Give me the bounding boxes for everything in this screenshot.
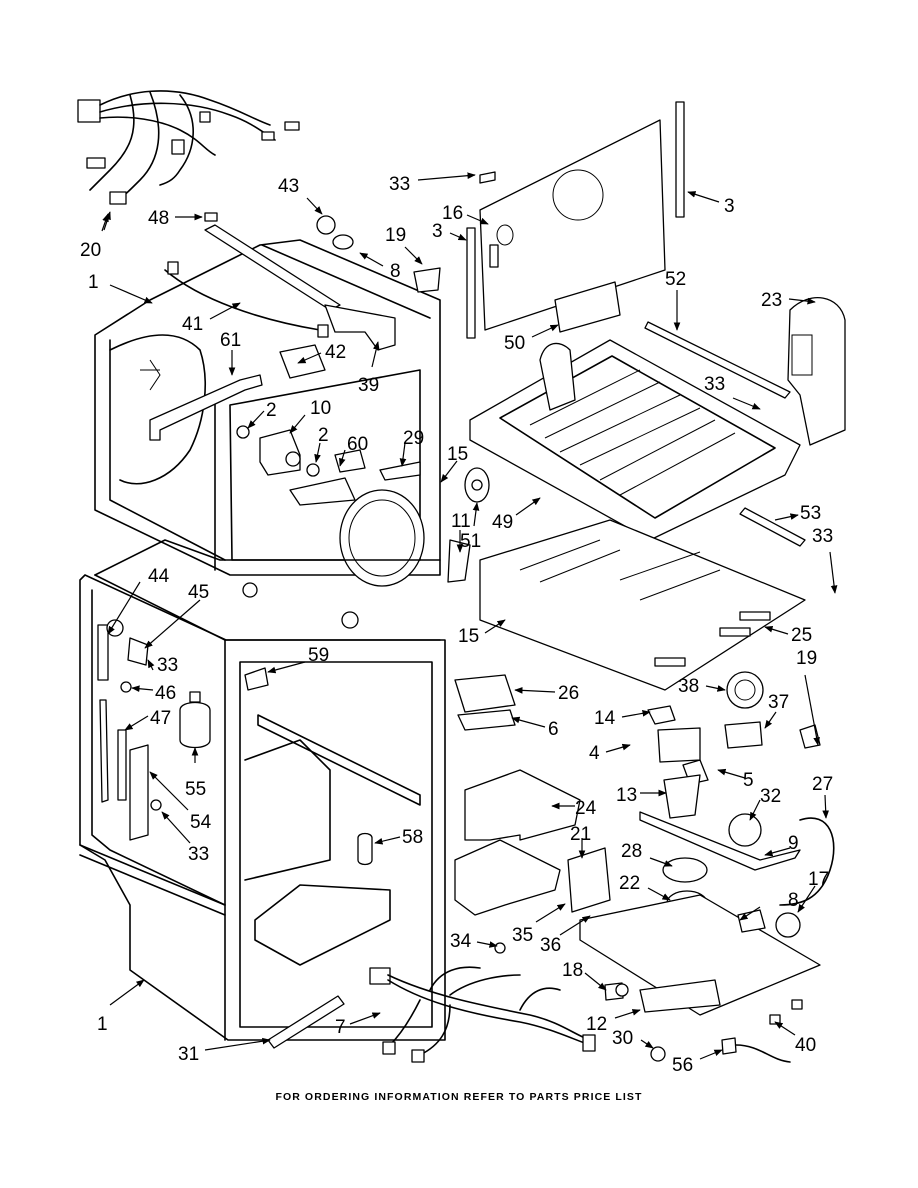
callout-31: 31 xyxy=(178,1044,199,1065)
callout-54: 54 xyxy=(190,812,212,833)
callout-2a: 2 xyxy=(266,400,277,421)
callout-18: 18 xyxy=(562,960,583,981)
callout-33c: 33 xyxy=(812,526,833,547)
footer-note: FOR ORDERING INFORMATION REFER TO PARTS … xyxy=(275,1091,643,1103)
callout-35: 35 xyxy=(512,925,533,946)
callout-40: 40 xyxy=(795,1035,816,1056)
callout-48: 48 xyxy=(148,208,169,229)
evaporator-pan xyxy=(469,281,801,541)
callout-17: 17 xyxy=(808,869,829,890)
callout-33d: 33 xyxy=(157,655,178,676)
callout-21: 21 xyxy=(570,824,591,845)
callout-5: 5 xyxy=(743,770,754,791)
callout-1a: 1 xyxy=(88,272,99,293)
callout-34: 34 xyxy=(450,931,472,952)
callout-22: 22 xyxy=(619,873,640,894)
callout-41: 41 xyxy=(182,314,203,335)
callout-11: 11 xyxy=(451,511,471,532)
callout-25: 25 xyxy=(791,625,812,646)
callout-59: 59 xyxy=(308,645,329,666)
callout-44: 44 xyxy=(148,566,170,587)
callout-52: 52 xyxy=(665,269,686,290)
callout-19a: 19 xyxy=(385,225,406,246)
callout-38: 38 xyxy=(678,676,699,697)
callout-9: 9 xyxy=(788,833,799,854)
air-duct xyxy=(787,297,846,446)
rails xyxy=(644,321,806,547)
upper-components xyxy=(149,212,441,587)
callout-27: 27 xyxy=(812,774,833,795)
callout-26: 26 xyxy=(558,683,579,704)
callout-8b: 8 xyxy=(788,890,799,911)
callout-13: 13 xyxy=(616,785,637,806)
callout-56: 56 xyxy=(672,1055,693,1076)
callout-49: 49 xyxy=(492,512,513,533)
rear-panel xyxy=(466,101,685,339)
callout-4: 4 xyxy=(589,743,600,764)
callout-32: 32 xyxy=(760,786,781,807)
wiring-harness-lower xyxy=(267,966,629,1063)
callout-55: 55 xyxy=(185,779,206,800)
callout-10: 10 xyxy=(310,398,331,419)
callout-30: 30 xyxy=(612,1028,633,1049)
callout-16: 16 xyxy=(442,203,463,224)
callout-43: 43 xyxy=(278,176,299,197)
callouts: 20 48 43 8 19 1 41 42 39 61 2 10 2 60 29… xyxy=(80,172,838,1076)
callout-45: 45 xyxy=(188,582,209,603)
callout-19b: 19 xyxy=(796,648,817,669)
callout-14: 14 xyxy=(594,708,616,729)
callout-36: 36 xyxy=(540,935,561,956)
callout-23: 23 xyxy=(761,290,782,311)
callout-60: 60 xyxy=(347,434,368,455)
callout-2b: 2 xyxy=(318,425,329,446)
callout-3a: 3 xyxy=(432,221,443,242)
left-lower-parts xyxy=(97,619,211,841)
right-small-parts xyxy=(447,467,835,1063)
callout-51: 51 xyxy=(460,531,481,552)
wiring-harness-upper xyxy=(77,90,300,232)
callout-39: 39 xyxy=(358,375,379,396)
callout-6: 6 xyxy=(548,719,559,740)
freezer-shelf xyxy=(479,519,806,691)
callout-12: 12 xyxy=(586,1014,607,1035)
callout-33e: 33 xyxy=(188,844,209,865)
callout-46: 46 xyxy=(155,683,176,704)
callout-1b: 1 xyxy=(97,1014,108,1035)
callout-42: 42 xyxy=(325,342,346,363)
callout-33b: 33 xyxy=(704,374,725,395)
callout-50: 50 xyxy=(504,333,525,354)
center-lower-parts xyxy=(244,667,611,954)
callout-15b: 15 xyxy=(458,626,479,647)
callout-47: 47 xyxy=(150,708,171,729)
callout-53: 53 xyxy=(800,503,821,524)
callout-24: 24 xyxy=(575,798,597,819)
callout-58: 58 xyxy=(402,827,423,848)
callout-7: 7 xyxy=(335,1017,346,1038)
callout-8a: 8 xyxy=(390,261,401,282)
callout-37: 37 xyxy=(768,692,789,713)
callout-33a: 33 xyxy=(389,174,410,195)
callout-3b: 3 xyxy=(724,196,735,217)
callout-29: 29 xyxy=(403,428,424,449)
callout-15a: 15 xyxy=(447,444,468,465)
callout-20: 20 xyxy=(80,240,101,261)
callout-28: 28 xyxy=(621,841,642,862)
callout-61: 61 xyxy=(220,330,241,351)
